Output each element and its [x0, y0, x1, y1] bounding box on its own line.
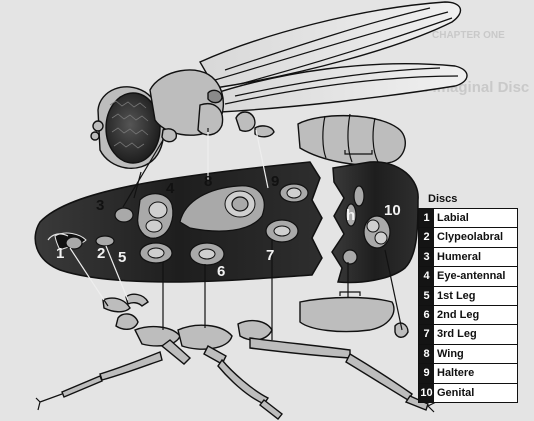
label-10: 10 — [384, 202, 401, 219]
antenna-left — [93, 121, 103, 131]
second-leg-disc — [190, 243, 224, 265]
label-h: h — [346, 207, 355, 224]
mouthpart-3 — [126, 294, 148, 306]
legend-number: 5 — [419, 287, 434, 305]
legend-number: 3 — [419, 248, 434, 266]
legend-number: 8 — [419, 345, 434, 363]
legend-label: Haltere — [434, 364, 517, 382]
legend-label: Genital — [434, 384, 517, 402]
label-7: 7 — [266, 247, 274, 264]
humeral-part — [162, 129, 176, 142]
legend-number: 7 — [419, 325, 434, 343]
label-4: 4 — [166, 180, 175, 197]
legend-label: 1st Leg — [434, 287, 517, 305]
legend-title: Discs — [428, 190, 518, 208]
ventral-abdomen — [300, 298, 394, 332]
humeral-disc — [115, 208, 133, 222]
label-9: 9 — [271, 173, 279, 190]
legend-number: 6 — [419, 306, 434, 324]
adult-abdomen — [298, 114, 405, 165]
label-1: 1 — [56, 245, 64, 262]
legend-number: 9 — [419, 364, 434, 382]
legend-label: Humeral — [434, 248, 517, 266]
third-leg-disc — [266, 220, 298, 242]
legend-number: 4 — [419, 267, 434, 285]
first-leg-disc — [140, 243, 172, 263]
haltere-knob — [255, 126, 274, 137]
label-3: 3 — [96, 197, 104, 214]
legend-label: Wing — [434, 345, 517, 363]
legend-label: Eye-antennal — [434, 267, 517, 285]
labial-disc — [66, 237, 82, 249]
haltere-disc — [280, 184, 308, 202]
legend-label: Clypeolabral — [434, 228, 517, 246]
legend-label: Labial — [434, 209, 517, 227]
legend-number: 2 — [419, 228, 434, 246]
ghost-chapter-text: CHAPTER ONE — [432, 30, 505, 41]
legend-label: 3rd Leg — [434, 325, 517, 343]
legend-number: 1 — [419, 209, 434, 227]
label-2: 2 — [97, 245, 105, 262]
label-5: 5 — [118, 249, 126, 266]
antenna-right — [91, 132, 99, 140]
label-8: 8 — [204, 173, 212, 190]
adult-legs — [36, 321, 436, 419]
legend-number: 10 — [419, 384, 434, 402]
label-6: 6 — [217, 263, 225, 280]
haltere-part — [236, 112, 255, 131]
genital-disc — [364, 216, 390, 248]
legend-label: 2nd Leg — [434, 306, 517, 324]
mouthpart-2 — [116, 314, 138, 329]
